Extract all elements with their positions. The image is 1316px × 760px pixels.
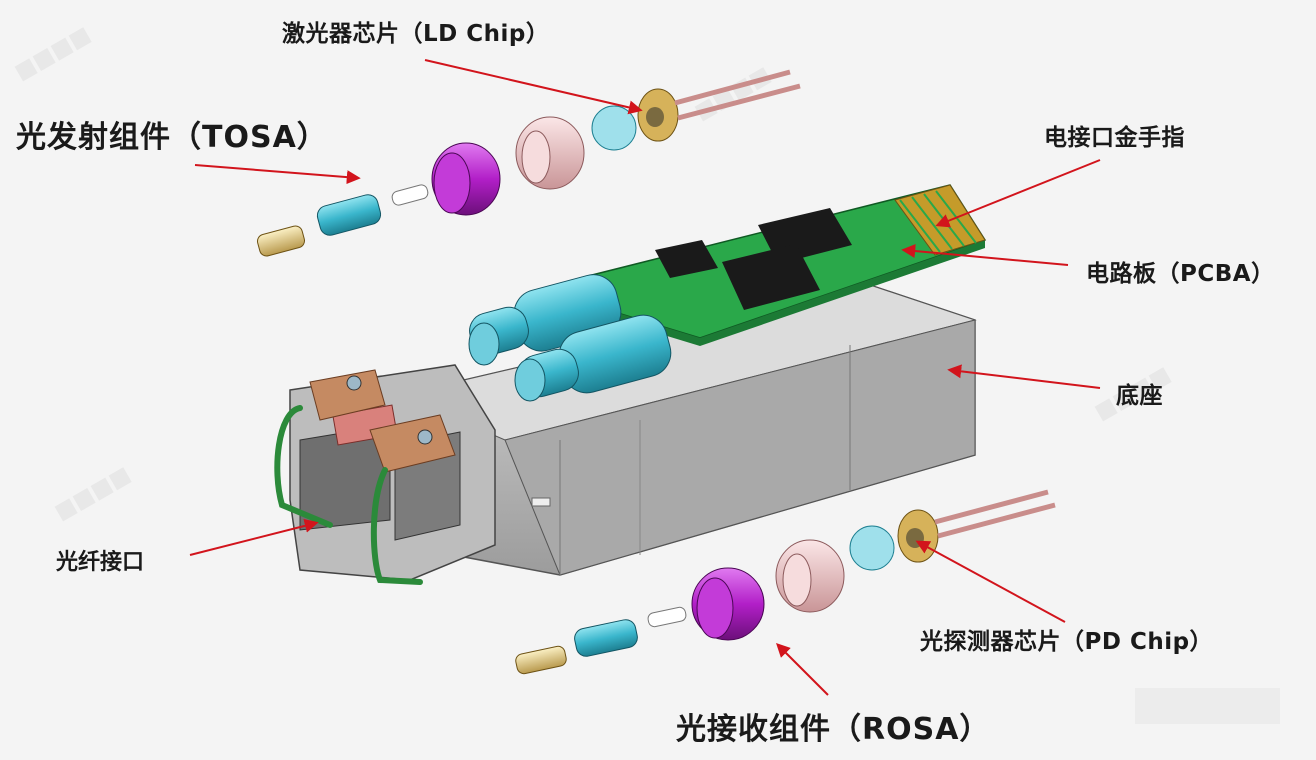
label-tosa: 光发射组件（TOSA） (16, 120, 328, 155)
front-cage (289, 364, 496, 581)
label-fiber-port: 光纤接口 (56, 550, 145, 575)
svg-text:■■■■: ■■■■ (11, 22, 96, 85)
label-rosa: 光接收组件（ROSA） (676, 712, 991, 747)
label-base: 底座 (1116, 383, 1163, 409)
arrow-fiber-port (189, 518, 319, 556)
label-ld-chip: 激光器芯片（LD Chip） (282, 21, 550, 47)
arrow-ld-chip (424, 59, 643, 115)
ic-chips (655, 208, 852, 310)
arrow-tosa (194, 164, 361, 185)
callout-arrows (189, 59, 1101, 696)
copper-brackets (309, 369, 456, 473)
label-gold-finger: 电接口金手指 (1044, 125, 1185, 151)
arrow-pd-chip (915, 540, 1066, 623)
arrow-pcba (901, 244, 1069, 266)
arrow-rosa (776, 643, 829, 696)
label-pcba: 电路板（PCBA） (1086, 261, 1275, 287)
arrow-base (947, 364, 1101, 389)
tosa-exploded (257, 69, 801, 257)
blur-patch (1135, 688, 1280, 724)
latch-wire (274, 405, 423, 585)
svg-text:■■■■: ■■■■ (51, 462, 136, 525)
assembled-barrels (468, 274, 672, 402)
arrow-gold-finger (935, 159, 1101, 228)
label-pd-chip: 光探测器芯片（PD Chip） (920, 629, 1214, 655)
rosa-exploded (515, 489, 1056, 675)
